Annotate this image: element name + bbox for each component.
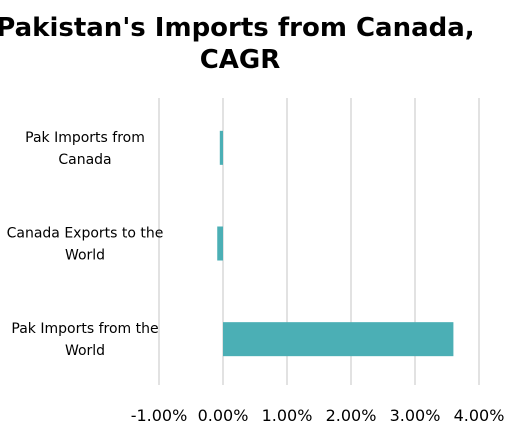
category-label-0-line-0: Pak Imports from [25, 130, 145, 146]
category-label-2-line-0: Pak Imports from the [11, 321, 158, 337]
bars [217, 130, 454, 357]
x-tick-label-2: 1.00% [262, 406, 313, 425]
category-label-1-line-0: Canada Exports to the [7, 226, 164, 242]
x-tick-label-3: 2.00% [326, 406, 377, 425]
category-label-0-line-1: Canada [58, 152, 111, 168]
x-tick-labels: -1.00% 0.00% 1.00% 2.00% 3.00% 4.00% [131, 406, 505, 425]
x-tick-label-1: 0.00% [198, 406, 249, 425]
x-tick-label-4: 3.00% [390, 406, 441, 425]
bar-2 [223, 322, 454, 357]
chart-title-line-2: CAGR [200, 45, 281, 75]
category-label-1-line-1: World [65, 248, 105, 264]
chart-title-line-1: Pakistan's Imports from Canada, [0, 13, 475, 43]
x-tick-label-0: -1.00% [131, 406, 188, 425]
bar-0 [219, 130, 223, 165]
category-label-2-line-1: World [65, 343, 105, 359]
chart-title: Pakistan's Imports from Canada, CAGR [0, 13, 484, 75]
x-tick-label-5: 4.00% [454, 406, 505, 425]
bar-1 [217, 226, 223, 261]
